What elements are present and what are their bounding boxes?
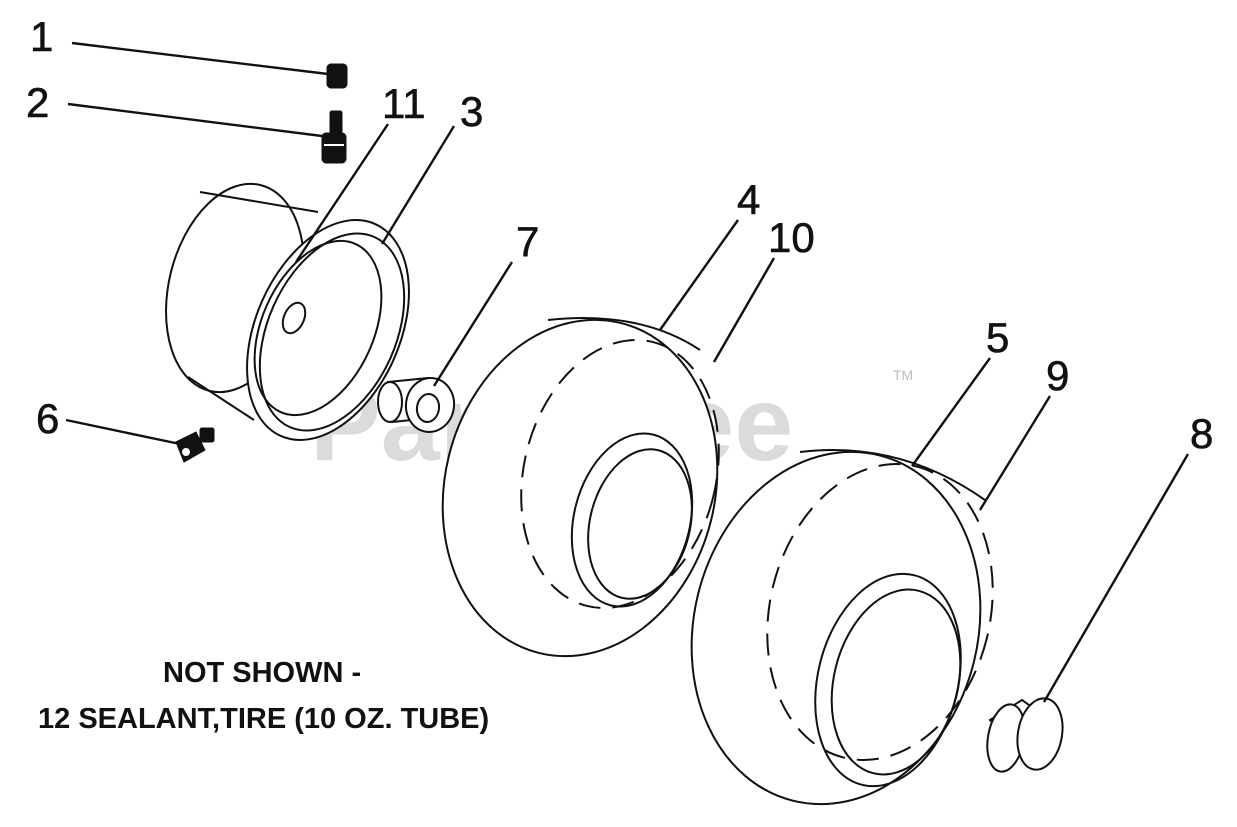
part-bearing-sleeve[interactable] [377,375,458,435]
part-tire-front[interactable] [408,290,752,685]
callout-9[interactable]: 9 [1046,352,1070,400]
callout-8[interactable]: 8 [1190,410,1214,458]
part-tire-rear[interactable] [655,421,1023,827]
callout-11[interactable]: 11 [382,80,426,128]
callout-4[interactable]: 4 [737,176,761,224]
callout-10[interactable]: 10 [768,214,815,262]
part-valve-cap[interactable] [326,63,348,89]
part-hub-cap[interactable] [982,695,1068,775]
callout-6[interactable]: 6 [36,395,60,443]
leader-lines [65,41,1190,703]
part-wheel-rim[interactable] [145,169,441,465]
callout-2[interactable]: 2 [26,79,50,127]
part-valve-stem[interactable] [321,110,347,164]
callout-5[interactable]: 5 [986,314,1010,362]
not-shown-note-item: 12 SEALANT,TIRE (10 OZ. TUBE) [38,703,490,735]
callout-1[interactable]: 1 [30,13,54,61]
not-shown-note-title: NOT SHOWN - [163,657,362,689]
watermark-trademark: TM [893,367,913,383]
callout-7[interactable]: 7 [516,218,540,266]
callout-3[interactable]: 3 [460,88,484,136]
part-grease-fitting[interactable] [175,427,215,463]
